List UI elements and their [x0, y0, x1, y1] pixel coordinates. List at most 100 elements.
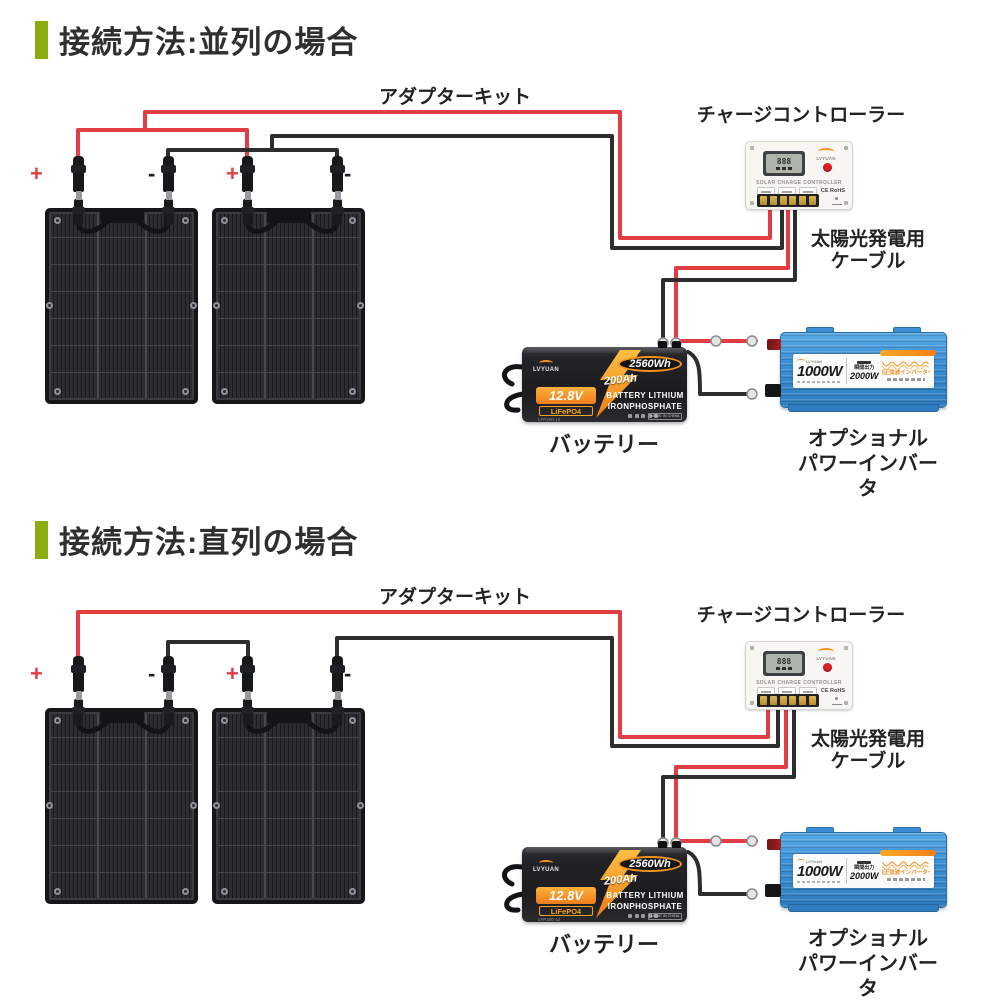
surge-chip [857, 861, 872, 864]
battery-side-cable [502, 364, 529, 387]
battery-voltage: 12.8V [536, 887, 596, 904]
panel1-plus-mark: + [30, 161, 43, 186]
sine-wave-label: 純正弦波インバーター [882, 870, 930, 876]
controller-name: SOLAR CHARGE CONTROLLER [756, 680, 842, 686]
mc4-connector-female [72, 195, 85, 225]
grommet-icon [349, 717, 356, 724]
grommet-icon [54, 717, 61, 724]
controller-battery-negative-wire [661, 704, 796, 845]
sine-wave-label: 純正弦波インバーター [882, 370, 930, 376]
solar-panel-1 [45, 208, 198, 404]
inverter-positive-terminal [767, 839, 781, 850]
green-accent-bar [35, 20, 48, 59]
battery-chemistry: LiFePO4 [539, 906, 593, 916]
battery-positive-terminal [672, 841, 681, 848]
battery-negative-terminal [658, 341, 667, 348]
solar-cable-label-line1: 太陽光発電用 [810, 229, 925, 250]
section-heading: 接続方法:並列の場合 [35, 17, 358, 62]
controller-button [823, 663, 832, 672]
charge-controller: 888 LVYUAN SOLAR CHARGE CONTROLLER CE Ro… [745, 141, 853, 210]
screw-icon [844, 701, 848, 705]
lightning-bolt-icon [596, 350, 641, 418]
certification-icons [886, 378, 925, 381]
solar-cable-label: 太陽光発電用 ケーブル [796, 229, 940, 273]
lcd-status-icons [776, 666, 792, 670]
power-inverter: LVYUAN 1000W 瞬間出力 2000W 純正弦波インバーター [765, 327, 947, 412]
terminal-block [757, 694, 819, 707]
power-inverter: LVYUAN 1000W 瞬間出力 2000W 純正弦波インバーター [765, 827, 947, 912]
mc4-connector-male [161, 656, 176, 697]
grommet-icon [213, 302, 220, 309]
inverter-label-panel: LVYUAN 1000W 瞬間出力 2000W 純正弦波インバーター [793, 850, 936, 888]
adapter-kit-label: アダプターキット [378, 587, 531, 608]
controller-button [823, 163, 832, 172]
sine-wave-icon [881, 361, 929, 369]
battery-negative-terminal [658, 841, 667, 848]
panel2-minus-mark: - [344, 661, 352, 686]
inverter-label-line1: オプショナル [808, 928, 928, 950]
section-title: 接続方法:直列の場合 [59, 525, 359, 560]
battery-side-cable [504, 391, 527, 413]
grommet-icon [54, 217, 61, 224]
inverter-label-line2: パワーインバータ [798, 453, 938, 500]
screw-icon [844, 146, 848, 150]
ring-terminal-lug [746, 835, 758, 847]
battery-model: LFP200-12 [538, 416, 561, 422]
inverter-power: 1000W [797, 863, 843, 880]
grommet-icon [357, 802, 364, 809]
orange-banner [880, 850, 936, 856]
solar-cable-label-line1: 太陽光発電用 [810, 729, 925, 750]
surge-value: 2000W [850, 371, 879, 381]
inverter-label: オプショナル パワーインバータ [793, 427, 943, 502]
battery-label: バッテリー [548, 432, 659, 457]
inverter-label-panel: LVYUAN 1000W 瞬間出力 2000W 純正弦波インバーター [793, 350, 936, 388]
solar-cable-label-line2: ケーブル [830, 751, 906, 772]
section-heading: 接続方法:直列の場合 [35, 517, 358, 562]
inverter-label: オプショナル パワーインバータ [793, 927, 943, 1000]
grommet-icon [182, 217, 189, 224]
panel1-minus-mark: - [148, 661, 156, 686]
grommet-icon [182, 717, 189, 724]
brand-logo: LVYUAN [533, 360, 559, 373]
solar-cable-label-line2: ケーブル [830, 251, 906, 272]
pv-negative-feed-wire [335, 636, 780, 748]
certification-icons [628, 913, 658, 918]
lcd-display: 888 [763, 651, 805, 676]
series-bridge-wire [166, 640, 250, 662]
brand-logo: LVYUAN [797, 359, 843, 364]
ring-terminal-lug [746, 888, 758, 900]
ring-terminal-lug [746, 388, 758, 400]
mounting-flange [788, 904, 939, 912]
grommet-icon [190, 302, 197, 309]
orange-banner [880, 350, 936, 356]
battery-energy-badge: 2560Wh [618, 356, 682, 372]
mounting-tab [806, 327, 834, 333]
battery-type-line2: IRONPHOSPHATE [607, 902, 683, 911]
mc4-connector-male [240, 156, 255, 197]
grommet-icon [46, 802, 53, 809]
battery-inverter-negative-wire [686, 850, 754, 896]
screw-icon [750, 701, 754, 705]
battery-inverter-negative-wire [686, 350, 754, 396]
grommet-icon [221, 388, 228, 395]
junction-box [99, 209, 144, 223]
battery: LVYUAN 200Ah 12.8V LiFePO4 LFP200-12 256… [522, 841, 687, 922]
solar-panel-1 [45, 708, 198, 904]
spec-fine-print [797, 381, 841, 383]
battery-top-face [525, 847, 684, 853]
divider [846, 358, 847, 384]
grommet-icon [221, 888, 228, 895]
battery-voltage: 12.8V [536, 387, 596, 404]
spec-fine-print [797, 881, 841, 883]
solar-panel-2 [212, 708, 365, 904]
grommet-icon [349, 888, 356, 895]
made-in-badge: MADE IN CHINA [648, 413, 682, 420]
battery-side-cable [504, 891, 527, 913]
grommet-icon [54, 388, 61, 395]
inverter-label-line2: パワーインバータ [798, 953, 938, 1000]
green-accent-bar [35, 520, 48, 559]
lcd-status-icons [776, 166, 792, 170]
mc4-connector-male [330, 656, 345, 697]
pv-positive-feed-wire [76, 610, 770, 739]
